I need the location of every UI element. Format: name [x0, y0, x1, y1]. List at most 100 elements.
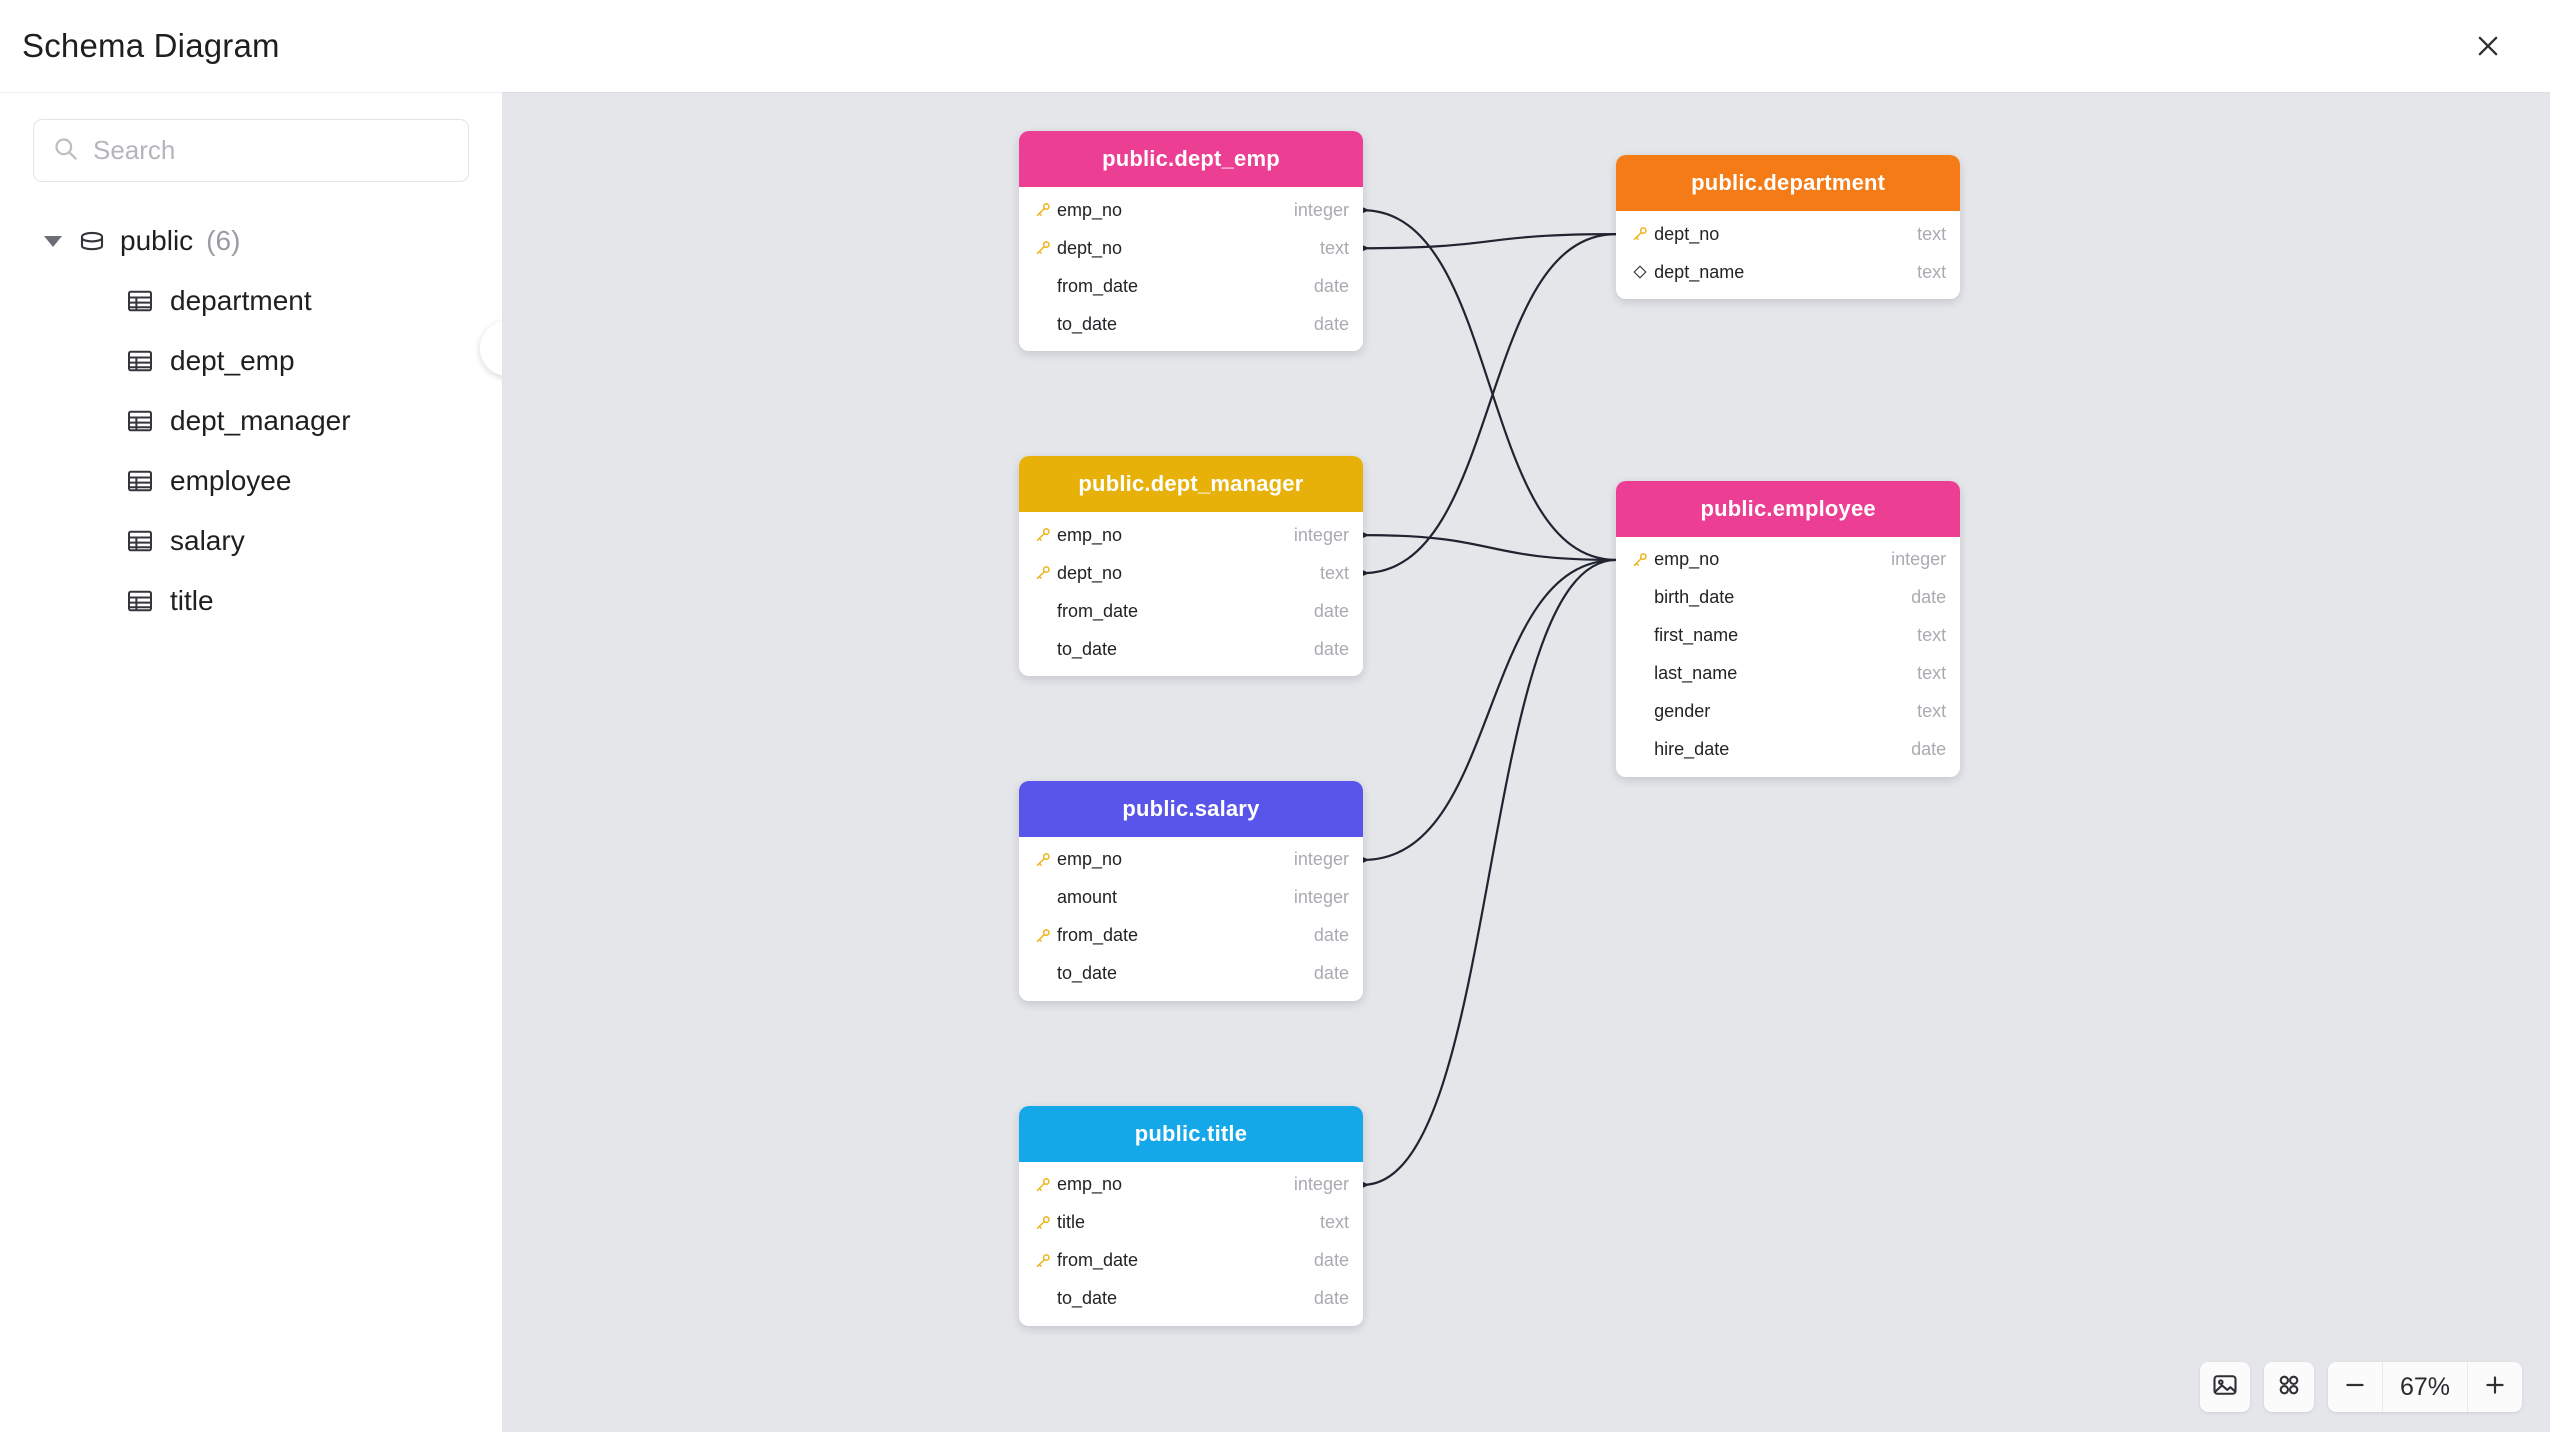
auto-layout-button[interactable] — [2264, 1362, 2314, 1412]
column-row[interactable]: emp_no integer — [1019, 841, 1363, 879]
sidebar-item-title[interactable]: title — [0, 571, 502, 631]
table-node-header[interactable]: public.salary — [1018, 780, 1363, 837]
edge-dept_emp-employee — [1362, 209, 1617, 562]
table-icon — [125, 286, 155, 316]
zoom-level-label[interactable]: 67% — [2382, 1362, 2468, 1412]
diamond-icon — [1629, 263, 1651, 281]
body: public (6) department dept_empdept_manage… — [0, 92, 2550, 1432]
table-node-header[interactable]: public.title — [1018, 1105, 1363, 1162]
column-type: text — [1917, 261, 1947, 282]
key-icon — [1032, 239, 1054, 257]
column-name: from_date — [1056, 1250, 1139, 1271]
column-type: date — [1313, 275, 1349, 296]
table-node-header[interactable]: public.employee — [1616, 480, 1961, 537]
grid-icon — [2275, 1371, 2303, 1404]
table-node-header[interactable]: public.department — [1616, 155, 1961, 212]
search-box[interactable] — [33, 119, 469, 182]
table-node-header[interactable]: public.dept_manager — [1018, 456, 1363, 513]
sidebar-item-salary[interactable]: salary — [0, 511, 502, 571]
column-name: to_date — [1056, 313, 1118, 334]
key-icon — [1629, 551, 1651, 569]
column-name: emp_no — [1654, 549, 1720, 570]
sidebar-item-label: department — [170, 285, 312, 316]
column-type: integer — [1891, 549, 1947, 570]
sidebar: public (6) department dept_empdept_manage… — [0, 92, 503, 1432]
tree-node-public[interactable]: public (6) — [0, 211, 502, 271]
chevron-down-icon[interactable] — [44, 235, 62, 247]
column-row[interactable]: from_date date — [1019, 267, 1363, 305]
table-icon — [125, 466, 155, 496]
column-name: to_date — [1056, 1288, 1118, 1309]
column-name: emp_no — [1056, 1174, 1123, 1195]
sidebar-item-department[interactable]: department — [0, 271, 502, 331]
column-name: amount — [1056, 887, 1118, 908]
key-icon — [1032, 851, 1054, 869]
sidebar-collapse-button[interactable] — [480, 321, 502, 376]
column-type: text — [1917, 625, 1947, 646]
column-type: date — [1313, 638, 1349, 659]
column-type: text — [1319, 562, 1349, 583]
column-name: from_date — [1056, 275, 1139, 296]
edge-salary-employee — [1362, 558, 1617, 862]
column-name: emp_no — [1056, 849, 1123, 870]
column-type: text — [1917, 223, 1947, 244]
zoom-in-button[interactable] — [2468, 1362, 2522, 1412]
column-name: from_date — [1056, 925, 1139, 946]
key-icon — [1032, 927, 1054, 945]
key-icon — [1032, 526, 1054, 544]
sidebar-item-label: employee — [170, 465, 292, 496]
close-icon[interactable] — [2462, 20, 2514, 72]
search-input[interactable] — [93, 135, 450, 166]
sidebar-item-dept_emp[interactable]: dept_emp — [0, 331, 502, 391]
tree-node-count: (6) — [206, 225, 241, 256]
column-type: integer — [1293, 849, 1349, 870]
table-node-title: public.dept_manager — [1078, 471, 1304, 497]
table-node-header[interactable]: public.dept_emp — [1018, 131, 1363, 188]
column-type: integer — [1293, 1174, 1349, 1195]
table-icon — [125, 526, 155, 556]
column-row[interactable]: dept_name text — [1616, 253, 1960, 291]
column-name: dept_name — [1654, 261, 1745, 282]
column-row[interactable]: emp_no integer — [1019, 1166, 1363, 1204]
column-row[interactable]: emp_no integer — [1616, 541, 1960, 579]
sidebar-item-dept_manager[interactable]: dept_manager — [0, 391, 502, 451]
column-name: hire_date — [1654, 739, 1730, 760]
export-image-button[interactable] — [2200, 1362, 2250, 1412]
column-name: emp_no — [1056, 524, 1123, 545]
sidebar-item-employee[interactable]: employee — [0, 451, 502, 511]
zoom-out-button[interactable] — [2328, 1362, 2382, 1412]
